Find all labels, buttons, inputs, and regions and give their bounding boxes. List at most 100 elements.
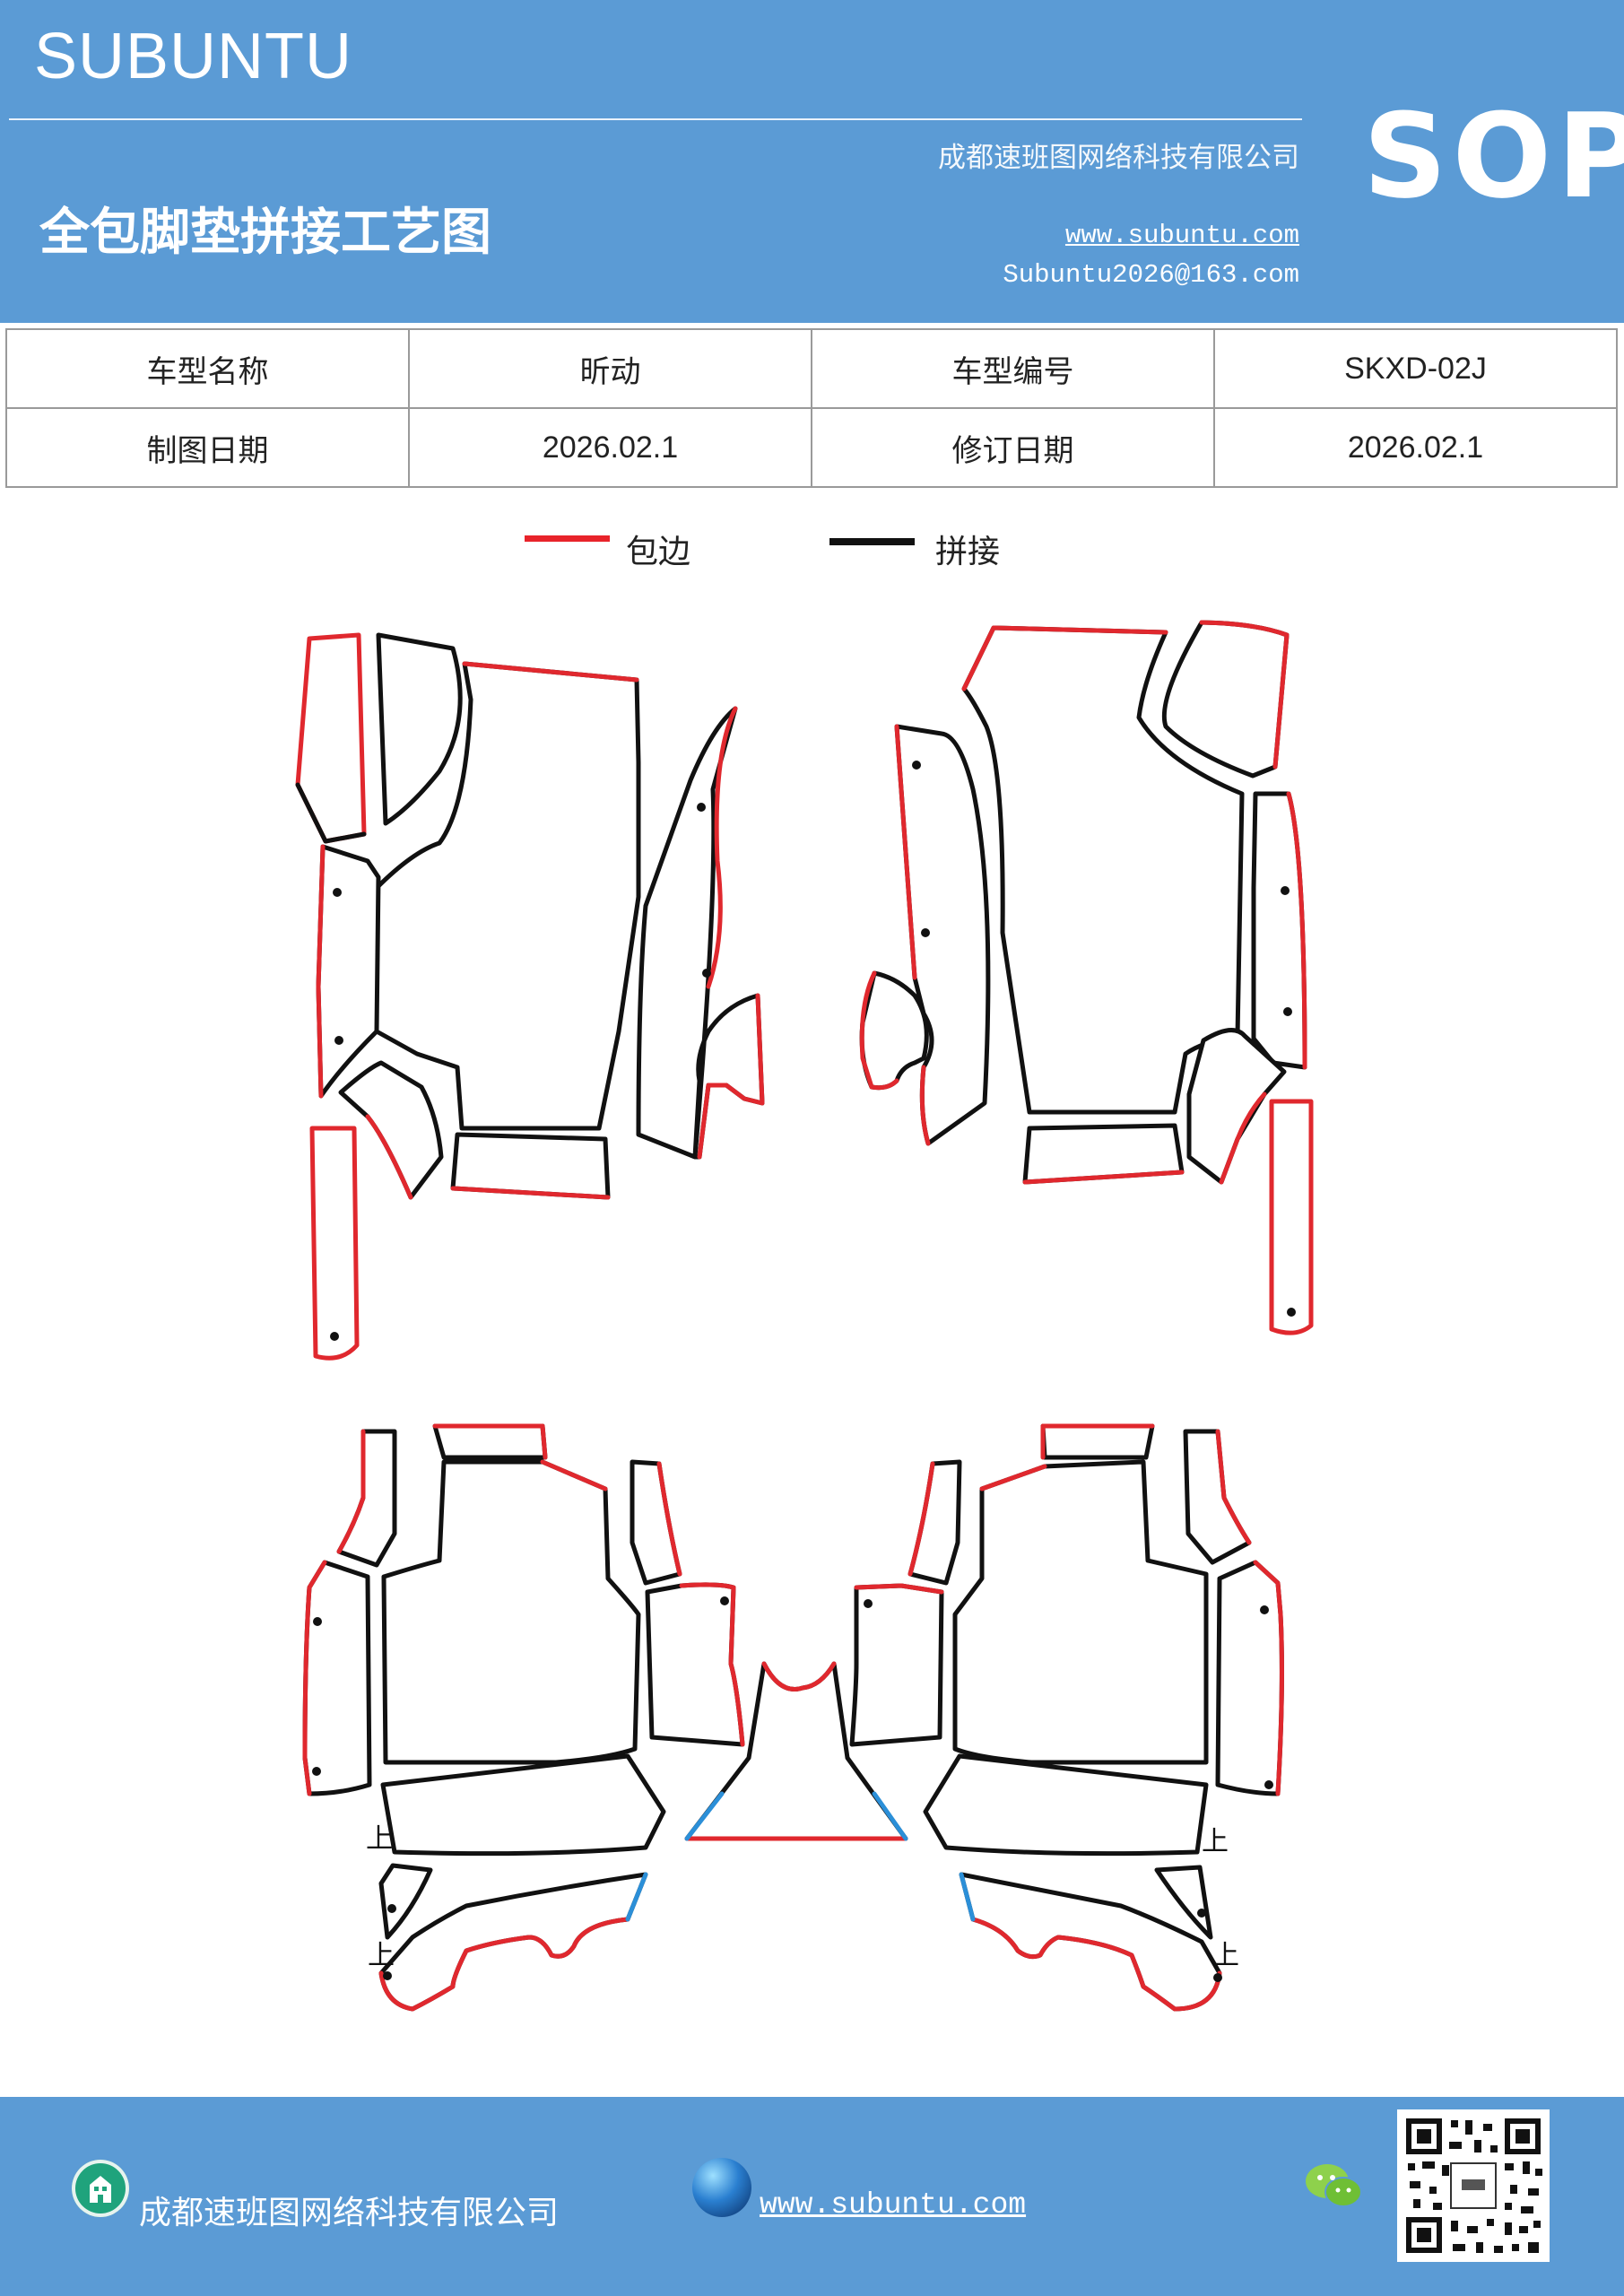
qr-code[interactable] xyxy=(1397,2109,1550,2262)
revision-date-label: 修订日期 xyxy=(811,407,1215,488)
mat-piece xyxy=(432,1423,548,1460)
edge-line xyxy=(1022,1170,1185,1185)
edge-line xyxy=(919,1065,931,1146)
edge-line xyxy=(540,1459,608,1492)
legend-edge-swatch xyxy=(525,535,610,542)
sop-badge: SOP xyxy=(1363,88,1624,224)
edge-line xyxy=(979,1464,1047,1492)
edge-line xyxy=(462,661,639,683)
edge-line xyxy=(970,1917,1222,2012)
legend-seam-swatch xyxy=(829,538,915,545)
wechat-icon[interactable] xyxy=(1304,2161,1363,2212)
mat-piece xyxy=(336,1429,397,1568)
mat-piece xyxy=(309,1126,360,1361)
up-marker: 上 xyxy=(1212,1940,1239,1971)
email-address[interactable]: Subuntu2026@163.com xyxy=(1003,260,1299,290)
header-divider xyxy=(9,118,1302,120)
cut-line xyxy=(684,1791,725,1841)
edge-line xyxy=(1253,1560,1284,1796)
legend-edge-label: 包边 xyxy=(626,534,691,570)
edge-line xyxy=(706,706,738,989)
edge-line xyxy=(697,993,765,1160)
brand-name: SUBUNTU xyxy=(34,21,353,92)
building-icon xyxy=(90,2176,111,2203)
mat-piece xyxy=(894,724,991,1146)
up-marker: 上 xyxy=(366,1823,393,1855)
mat-piece xyxy=(923,1753,1209,1857)
edge-line xyxy=(316,844,326,1099)
revision-date-value: 2026.02.1 xyxy=(1213,407,1618,488)
edge-line xyxy=(1040,1423,1155,1460)
cut-line xyxy=(872,1791,908,1841)
mat-piece xyxy=(1040,1423,1155,1460)
up-marker: 上 xyxy=(368,1940,395,1971)
cut-line xyxy=(959,1872,976,1922)
mat-piece xyxy=(1154,1865,1213,1940)
model-name-value: 昕动 xyxy=(408,328,812,409)
footer-company: 成都速班图网络科技有限公司 xyxy=(139,2195,560,2231)
mat-piece xyxy=(952,1459,1209,1765)
mat-piece xyxy=(316,844,381,1099)
mat-piece xyxy=(1183,1429,1252,1565)
vehicle-info-table: 车型名称 昕动 车型编号 SKXD-02J 制图日期 2026.02.1 修订日… xyxy=(5,328,1618,488)
table-row: 制图日期 2026.02.1 修订日期 2026.02.1 xyxy=(5,407,1618,488)
edge-line xyxy=(1219,1091,1267,1185)
edge-line xyxy=(1215,1429,1252,1545)
edge-line xyxy=(1199,620,1290,770)
mat-piece xyxy=(645,1582,745,1747)
edge-line xyxy=(365,1114,413,1200)
edge-line xyxy=(378,1917,630,2012)
mat-piece xyxy=(849,1583,944,1747)
draw-date-label: 制图日期 xyxy=(5,407,410,488)
model-name-label: 车型名称 xyxy=(5,328,410,409)
edge-line xyxy=(854,1583,944,1595)
edge-line xyxy=(656,1461,682,1577)
rear-right-mat-group: 上 上 xyxy=(849,1423,1284,2012)
mat-piece xyxy=(1186,1028,1287,1185)
mat-piece xyxy=(374,661,641,1131)
up-marker: 上 xyxy=(1202,1826,1229,1857)
mat-piece xyxy=(1161,620,1290,778)
house-icon xyxy=(72,2160,129,2217)
model-code-value: SKXD-02J xyxy=(1213,328,1618,409)
document-title: 全包脚垫拼接工艺图 xyxy=(39,203,491,262)
table-row: 车型名称 昕动 车型编号 SKXD-02J xyxy=(5,328,1618,409)
mat-piece xyxy=(636,706,765,1160)
front-right-mat-group xyxy=(859,620,1314,1335)
globe-icon xyxy=(692,2158,751,2217)
seam-line xyxy=(295,782,367,844)
edge-line xyxy=(1286,791,1307,1070)
edge-line xyxy=(894,724,917,980)
mat-piece xyxy=(908,1459,962,1586)
mat-piece xyxy=(381,1459,641,1765)
front-left-mat-group xyxy=(295,632,765,1361)
mat-piece xyxy=(630,1459,682,1586)
draw-date-value: 2026.02.1 xyxy=(408,407,812,488)
floor-mat-splicing-diagram: 上 上 xyxy=(295,620,1314,2012)
edge-line xyxy=(336,1429,366,1554)
rear-left-mat-group: 上 上 xyxy=(302,1423,745,2012)
footer-website-link[interactable]: www.subuntu.com xyxy=(760,2188,1027,2222)
edge-line xyxy=(961,625,1168,691)
edge-line xyxy=(302,1560,327,1796)
header-banner xyxy=(0,0,1624,323)
mat-piece xyxy=(1269,1099,1314,1335)
model-code-label: 车型编号 xyxy=(811,328,1215,409)
mat-piece xyxy=(380,1753,666,1857)
edge-line xyxy=(450,1186,611,1200)
mat-piece xyxy=(295,632,367,844)
website-link[interactable]: www.subuntu.com xyxy=(1064,221,1299,250)
mat-piece xyxy=(1215,1560,1284,1796)
edge-line xyxy=(761,1661,837,1692)
mat-piece xyxy=(302,1560,372,1796)
edge-line xyxy=(432,1423,548,1460)
cut-line xyxy=(625,1872,648,1922)
mat-piece xyxy=(376,632,463,826)
company-name: 成都速班图网络科技有限公司 xyxy=(938,142,1299,174)
edge-line xyxy=(679,1582,745,1747)
center-tunnel-piece xyxy=(684,1661,908,1841)
edge-line xyxy=(859,970,899,1091)
legend-seam-label: 拼接 xyxy=(935,534,1001,570)
edge-line xyxy=(908,1461,935,1577)
mat-piece xyxy=(378,1863,433,1940)
